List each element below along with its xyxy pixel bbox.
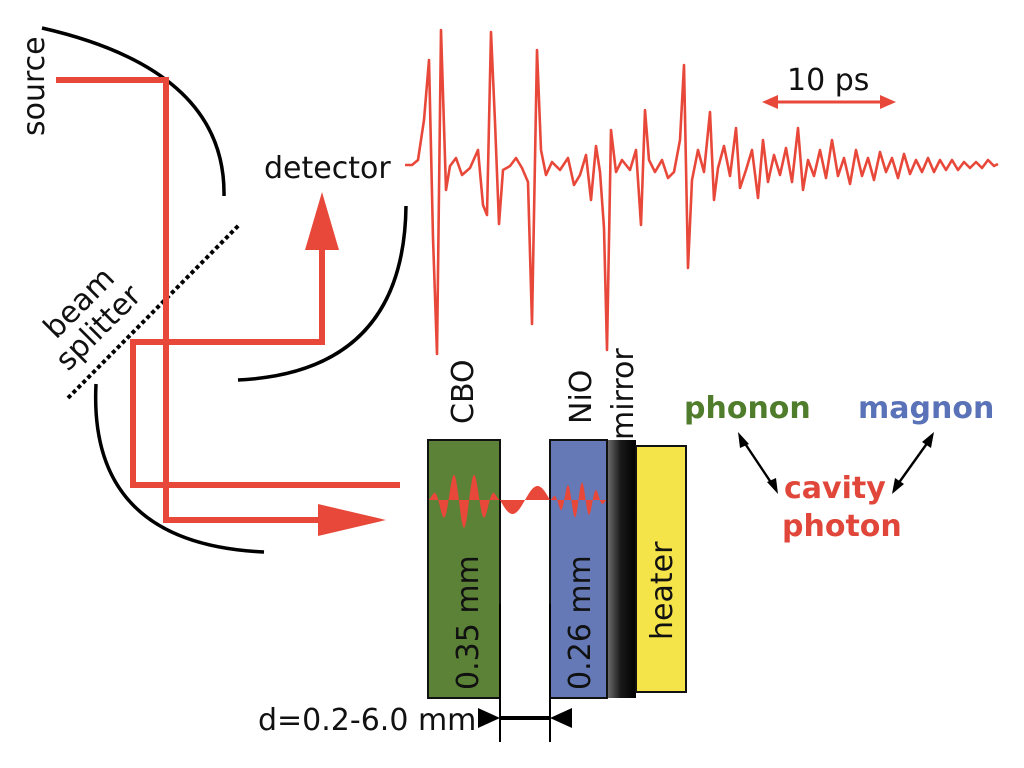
beam-arrow-to-detector xyxy=(305,192,339,250)
gap-left-arrowhead xyxy=(478,708,500,728)
beam-path-main xyxy=(56,77,318,523)
cbo-thickness-label: 0.35 mm xyxy=(451,555,486,690)
phonon-label: phonon xyxy=(684,391,811,426)
magnon-coupling-arrow xyxy=(892,432,934,494)
time-scale-label: 10 ps xyxy=(787,63,869,98)
cavity-label: cavity xyxy=(784,471,886,506)
beam-arrow-to-sample xyxy=(318,504,386,536)
time-scale-right-arrowhead xyxy=(880,95,896,109)
phonon-coupling-arrow xyxy=(738,432,778,494)
cbo-label: CBO xyxy=(446,359,481,424)
upper-right-parabolic-mirror xyxy=(237,205,408,382)
heater-label: heater xyxy=(645,541,680,640)
cbo-slab xyxy=(427,439,501,699)
nio-label: NiO xyxy=(564,370,599,424)
mirror-label: mirror xyxy=(606,348,641,440)
time-scale-left-arrowhead xyxy=(762,95,778,109)
detector-label: detector xyxy=(264,151,391,186)
upper-left-parabolic-mirror xyxy=(41,26,226,197)
gap-label: d=0.2-6.0 mm xyxy=(258,703,476,738)
source-label: source xyxy=(17,36,52,136)
mirror-layer xyxy=(608,440,636,698)
gap-right-arrowhead xyxy=(550,708,572,728)
thz-waveform-trace xyxy=(405,28,999,356)
nio-slab xyxy=(549,439,608,699)
heater-block xyxy=(635,445,687,693)
nio-thickness-label: 0.26 mm xyxy=(563,555,598,690)
cavity-standing-wave xyxy=(428,474,607,528)
lower-left-parabolic-mirror xyxy=(93,383,265,554)
magnon-label: magnon xyxy=(858,391,994,426)
beam-path-return xyxy=(130,250,400,488)
beam-splitter xyxy=(66,222,242,400)
photon-label: photon xyxy=(782,509,902,544)
